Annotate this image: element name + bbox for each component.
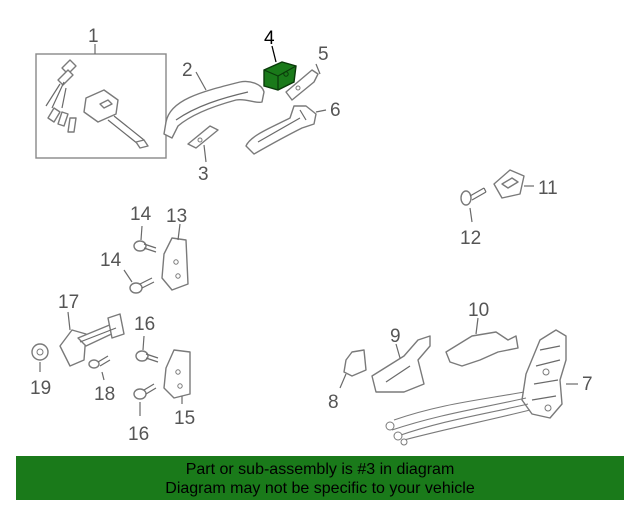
callout-18: 18 — [94, 384, 115, 405]
part-16-bolt-lower — [133, 383, 157, 416]
disclaimer-banner: Part or sub-assembly is #3 in diagram Di… — [16, 456, 624, 500]
callout-7: 7 — [582, 374, 593, 395]
part-1-outside-handle — [163, 71, 265, 139]
callout-12: 12 — [460, 228, 481, 249]
part-13-upper-hinge — [161, 223, 189, 291]
part-14-bolt-upper — [133, 225, 157, 253]
part-4-gasket — [285, 63, 321, 101]
callout-17: 17 — [58, 292, 79, 313]
parts-diagram: 1 2 3 4 5 6 7 8 9 10 11 12 13 14 14 15 1… — [30, 26, 593, 446]
part-15-lower-hinge — [163, 349, 191, 404]
callout-2: 3 — [198, 164, 209, 185]
part-6-handle-frame — [245, 105, 327, 155]
callout-5: 1 — [88, 26, 99, 47]
part-14-bolt-lower — [123, 269, 155, 294]
callout-19: 19 — [30, 378, 51, 399]
callout-16-lower: 16 — [128, 424, 149, 445]
banner-line-1: Part or sub-assembly is #3 in diagram — [185, 461, 455, 478]
part-9-lock-bracket — [371, 335, 431, 393]
callout-1: 2 — [182, 60, 193, 81]
part-8-bracket — [339, 349, 367, 389]
part-2-gasket — [187, 125, 219, 163]
callout-15: 15 — [174, 408, 195, 429]
callout-13: 13 — [166, 206, 187, 227]
callout-14-upper: 14 — [130, 204, 152, 225]
callout-11: 11 — [538, 178, 558, 199]
part-11-striker — [493, 169, 534, 199]
part-17-door-check — [59, 311, 125, 367]
callout-14-lower: 14 — [100, 250, 122, 271]
part-3-handle-cap-highlighted — [263, 45, 297, 91]
part-7-door-latch-assembly — [385, 329, 578, 446]
callout-10: 10 — [468, 300, 489, 321]
callout-3: 4 — [264, 28, 275, 49]
callout-9: 9 — [390, 326, 401, 347]
callout-8: 8 — [328, 392, 339, 413]
callout-16-upper: 16 — [134, 314, 155, 335]
part-16-bolt-upper — [135, 335, 159, 363]
part-5-lock-cylinder-kit — [35, 44, 167, 159]
part-12-screw — [460, 187, 487, 223]
callout-6: 6 — [330, 100, 341, 121]
part-18-bolt — [88, 355, 111, 381]
callout-4: 5 — [318, 44, 329, 65]
part-19-nut — [31, 343, 49, 372]
part-10-lock-cover — [445, 317, 519, 367]
banner-line-2: Diagram may not be specific to your vehi… — [165, 480, 475, 497]
